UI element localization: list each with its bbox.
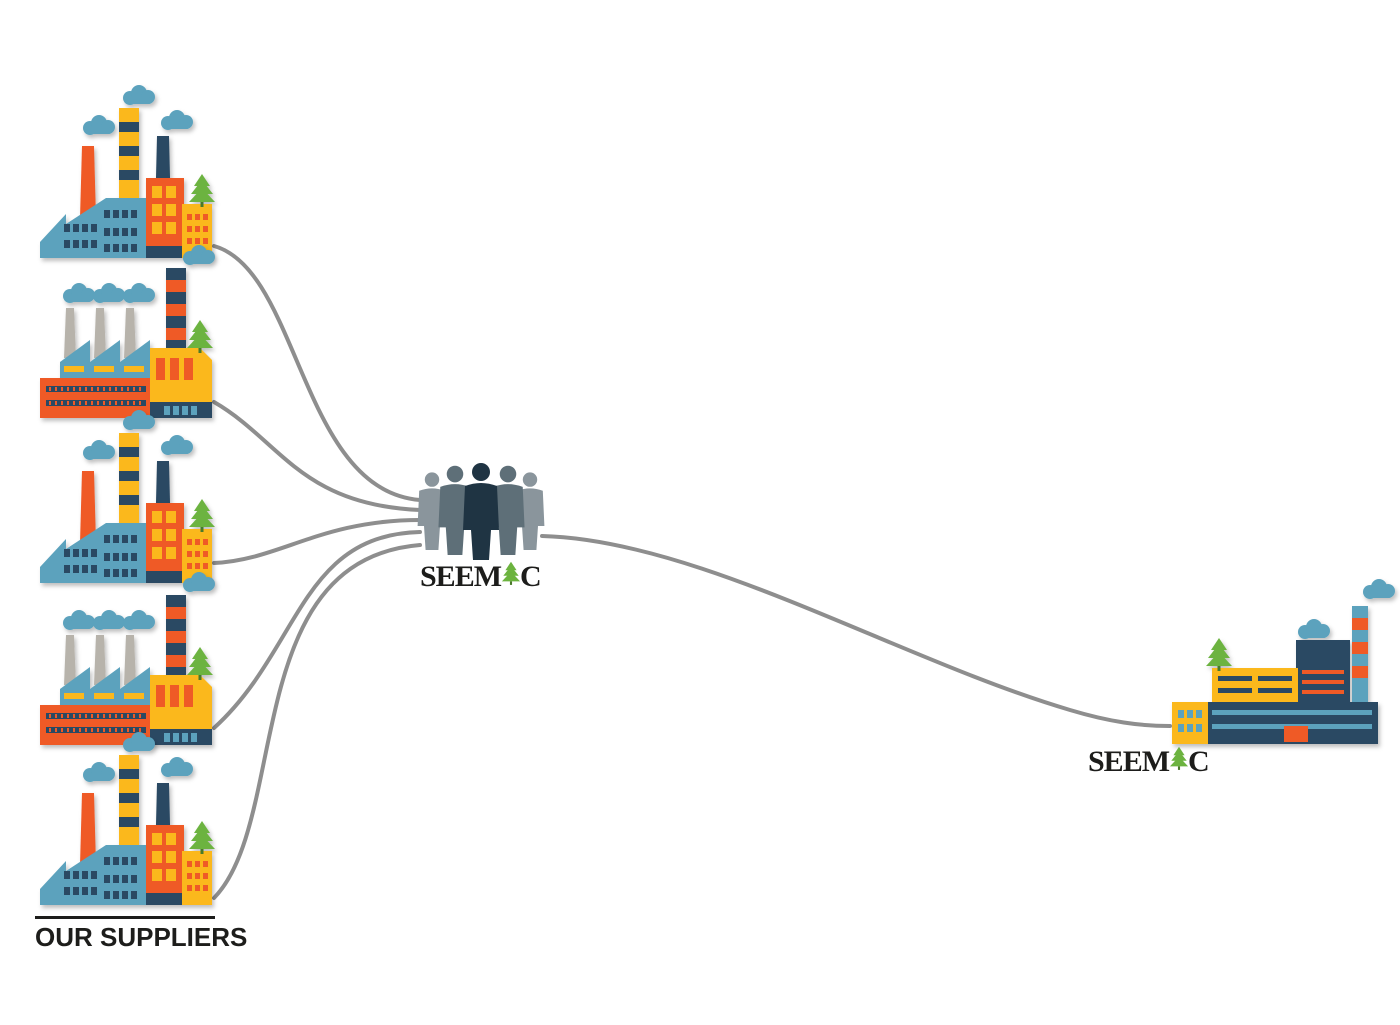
- suppliers-label-rule: [35, 916, 215, 919]
- supplier-factory-5: [40, 732, 215, 905]
- hub-seemac-logo: SEEM C: [420, 560, 542, 593]
- seemac-team-icon: [417, 463, 545, 560]
- connector-supplier-2: [212, 400, 422, 512]
- destination-logo-left: SEEM: [1088, 745, 1170, 778]
- suppliers-label: OUR SUPPLIERS: [35, 922, 247, 952]
- destination-logo-tree-icon: [1169, 746, 1189, 770]
- connector-supplier-5: [212, 543, 422, 900]
- suppliers-column: [40, 85, 215, 905]
- connector-supplier-1: [212, 244, 422, 502]
- destination-logo-right: C: [1188, 745, 1209, 778]
- connector-supplier-3: [212, 518, 422, 565]
- connector-hub-to-seemac: [540, 534, 1172, 728]
- hub-logo-right: C: [520, 560, 541, 593]
- supplier-factory-2: [40, 245, 215, 418]
- seemac-factory: [1172, 579, 1395, 744]
- destination-seemac-logo: SEEM C: [1088, 745, 1210, 778]
- connector-supplier-4: [212, 530, 422, 730]
- supplier-factory-4: [40, 572, 215, 745]
- hub-logo-tree-icon: [501, 561, 521, 585]
- hub-logo-left: SEEM: [420, 560, 502, 593]
- supplier-factory-3: [40, 410, 215, 583]
- supplier-factory-1: [40, 85, 215, 258]
- connector-lines: [212, 244, 1172, 900]
